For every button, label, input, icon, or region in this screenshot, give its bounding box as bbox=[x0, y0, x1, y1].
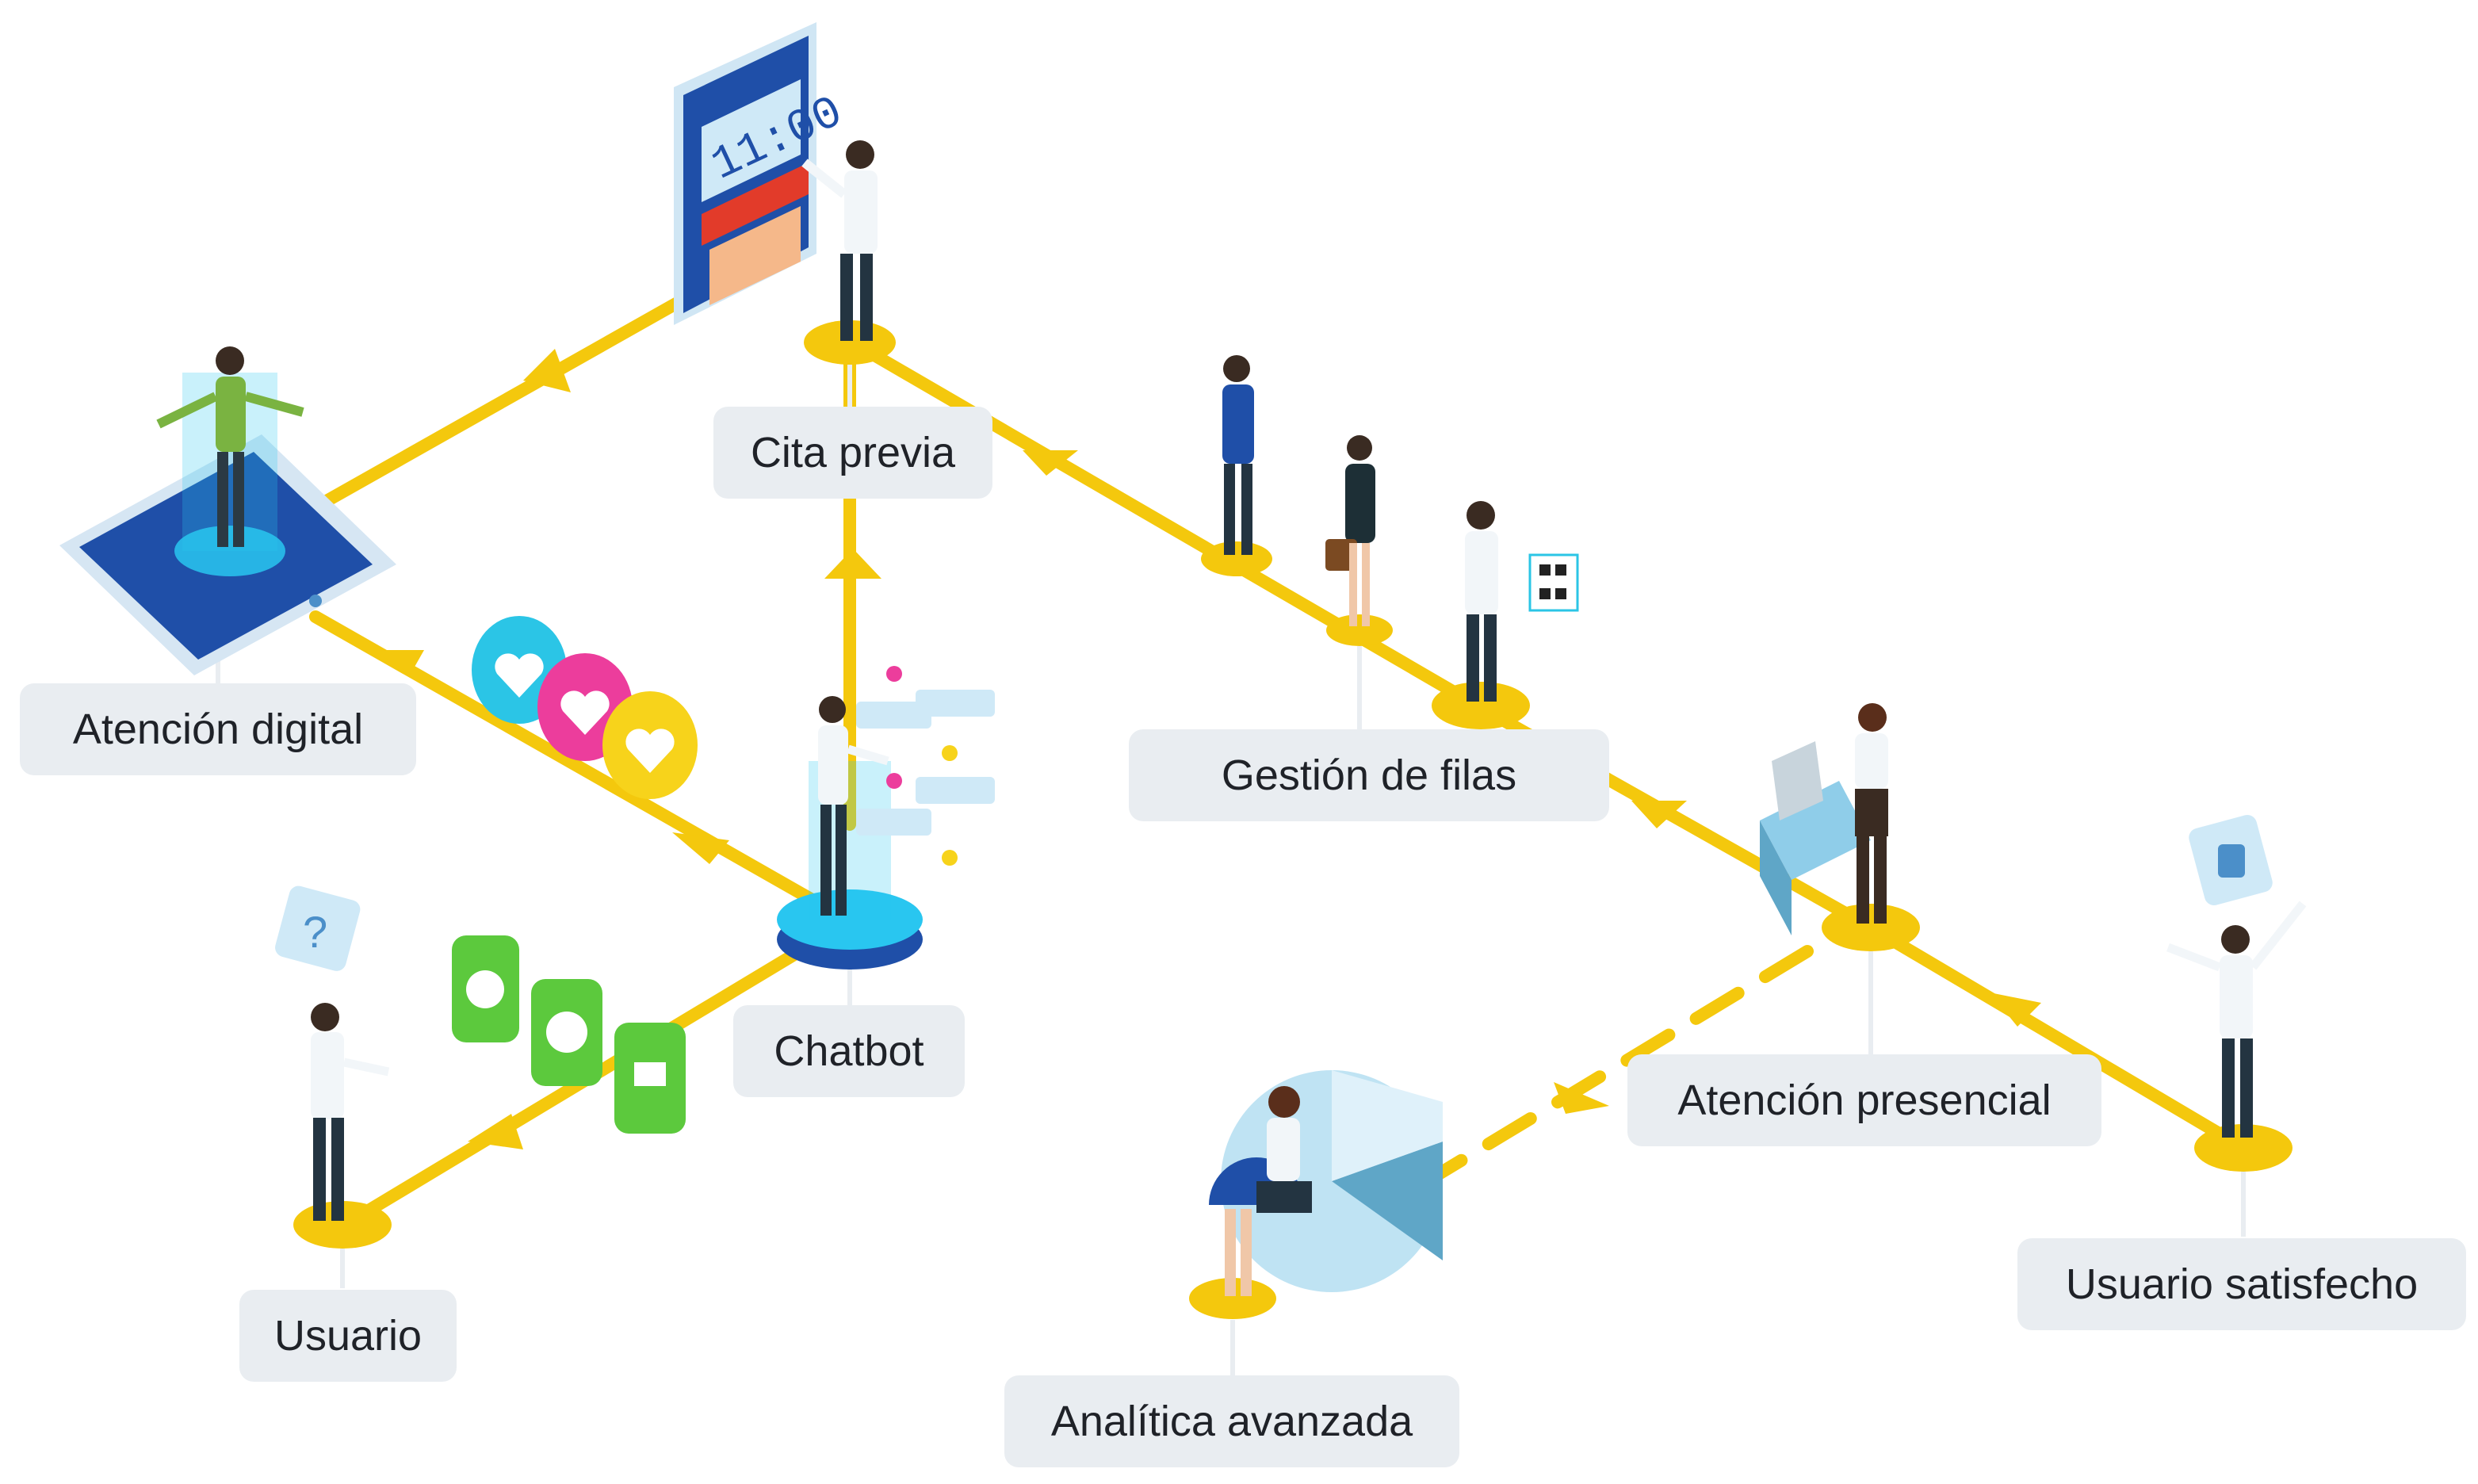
heart-icon bbox=[625, 729, 675, 773]
kiosk-illustration: 11:00 bbox=[674, 22, 878, 341]
arrow-icon bbox=[824, 549, 881, 579]
node-label-atencion-digital: Atención digital bbox=[20, 683, 416, 775]
arrow-icon bbox=[373, 650, 424, 674]
tablet-illustration bbox=[59, 346, 396, 675]
edge-cita-previa-gestion bbox=[843, 335, 1481, 710]
arrow-icon bbox=[1554, 1082, 1609, 1114]
arrow-icon bbox=[1023, 450, 1078, 476]
node-label-usuario: Usuario bbox=[239, 1290, 457, 1382]
disc-analitica bbox=[1189, 1278, 1276, 1319]
cashier-illustration bbox=[1760, 703, 1888, 935]
standing-discs bbox=[293, 320, 2293, 1319]
node-label-usuario-satisfecho: Usuario satisfecho bbox=[2017, 1238, 2466, 1330]
disc-queue3 bbox=[1432, 682, 1530, 729]
arrow-icon bbox=[523, 349, 571, 392]
node-label-cita-previa: Cita previa bbox=[713, 407, 992, 499]
arrow-icon bbox=[468, 1114, 523, 1149]
qr-code-icon bbox=[1528, 553, 1579, 612]
edge-presencial-analitica bbox=[1421, 945, 1814, 1188]
heart-icon bbox=[560, 690, 610, 735]
node-label-gestion-filas: Gestión de filas bbox=[1129, 729, 1609, 821]
edge-presencial-satisfecho bbox=[1864, 921, 2250, 1154]
question-mark-icon: ? bbox=[303, 907, 327, 957]
edge-atencion-digital-cita-previa bbox=[295, 267, 736, 522]
usuario-illustration: ? bbox=[275, 885, 390, 1221]
disc-presencial bbox=[1822, 904, 1920, 951]
arrow-icon bbox=[672, 832, 729, 864]
queue-people bbox=[1222, 355, 1579, 702]
node-label-atencion-presencial: Atención presencial bbox=[1627, 1054, 2101, 1146]
node-label-chatbot: Chatbot bbox=[733, 1005, 965, 1097]
disc-satisfecho bbox=[2194, 1124, 2293, 1172]
chatbot-illustration bbox=[777, 666, 995, 970]
arrow-icon bbox=[1631, 801, 1687, 828]
heart-badges bbox=[472, 616, 698, 799]
chat-bubbles-icon bbox=[856, 666, 995, 866]
node-label-analitica-avanzada: Analítica avanzada bbox=[1004, 1375, 1459, 1467]
question-bubble-icon bbox=[275, 885, 361, 971]
flow-arrows bbox=[373, 349, 2041, 1149]
arrow-icon bbox=[1990, 993, 2041, 1027]
analytics-illustration bbox=[1209, 1070, 1443, 1296]
disc-queue1 bbox=[1201, 541, 1272, 576]
communication-icons bbox=[452, 935, 686, 1134]
satisfied-user-illustration bbox=[2166, 815, 2307, 1138]
heart-icon bbox=[495, 653, 544, 698]
disc-queue2 bbox=[1326, 614, 1393, 646]
